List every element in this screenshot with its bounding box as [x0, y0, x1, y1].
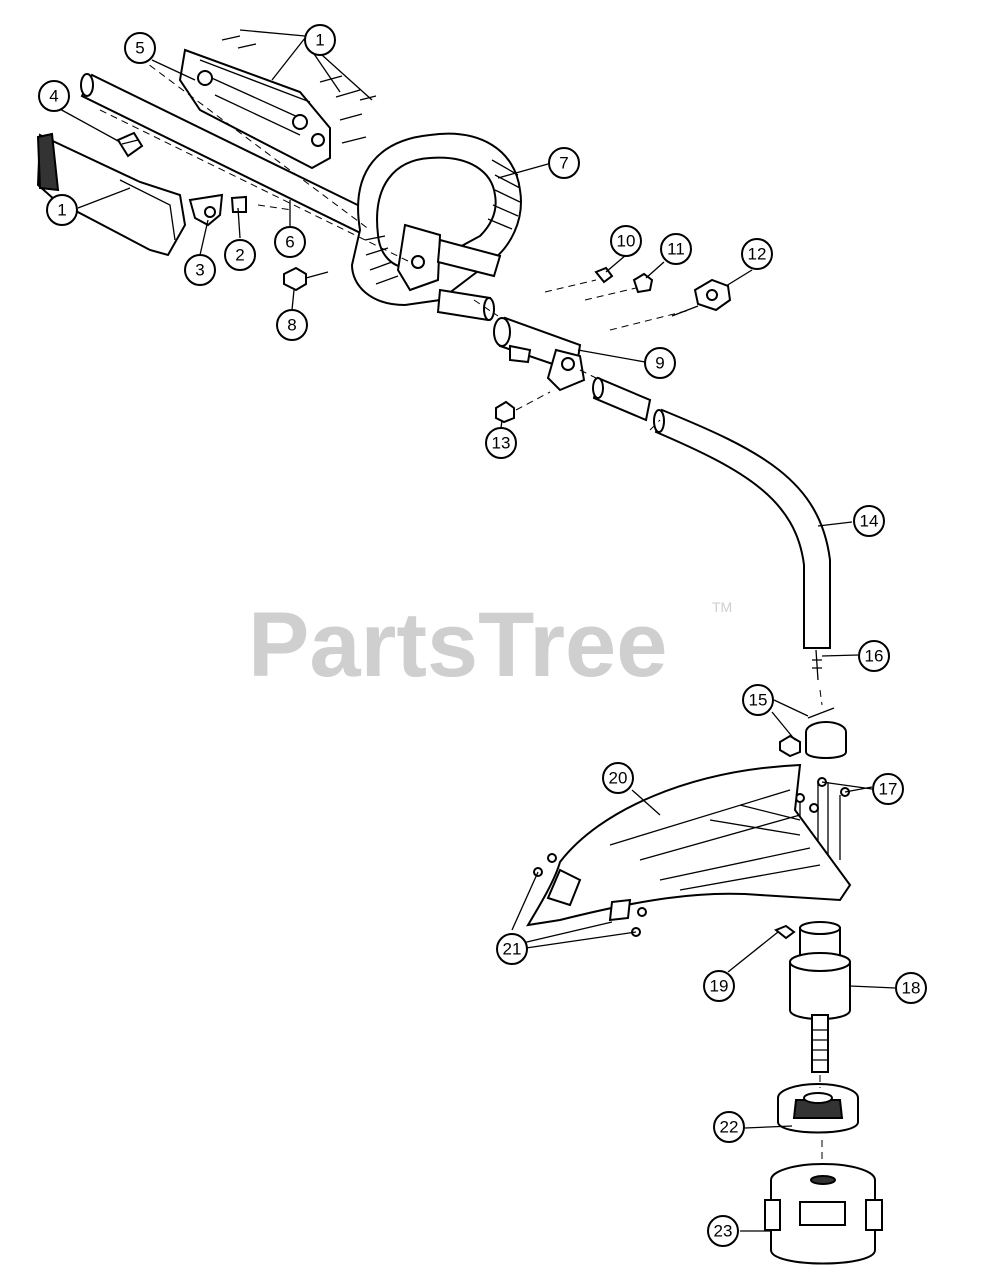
- trigger-parts: [188, 193, 247, 227]
- callout-label: 9: [655, 354, 664, 373]
- callout-4: 4: [38, 80, 70, 112]
- callout-11: 11: [660, 233, 692, 265]
- housing-half-upper: [178, 48, 331, 170]
- callout-19: 19: [703, 970, 735, 1002]
- assembly-lines: [99, 57, 823, 1165]
- callout-label: 2: [235, 246, 244, 265]
- callout-label: 16: [865, 647, 884, 666]
- callout-15: 15: [742, 684, 774, 716]
- callout-label: 19: [710, 977, 729, 996]
- callout-21: 21: [496, 933, 528, 965]
- shaft-clamp: [779, 707, 847, 759]
- callout-10: 10: [610, 225, 642, 257]
- callout-label: 10: [617, 232, 636, 251]
- callout-label: 12: [748, 245, 767, 264]
- callout-label: 17: [879, 780, 898, 799]
- callout-label: 6: [285, 233, 294, 252]
- callout-label: 4: [49, 87, 58, 106]
- drive-pin: [812, 649, 822, 681]
- callout-label: 13: [492, 434, 511, 453]
- callout-12: 12: [741, 238, 773, 270]
- callout-label: 14: [860, 512, 879, 531]
- coupler-clamp: [493, 316, 586, 392]
- spool-insert: [777, 1083, 859, 1134]
- callout-7: 7: [548, 147, 580, 179]
- callout-23: 23: [707, 1215, 739, 1247]
- callout-1-top: 1: [304, 24, 336, 56]
- callout-label: 7: [559, 154, 568, 173]
- grass-deflector-guard: [526, 763, 852, 937]
- callout-6: 6: [274, 226, 306, 258]
- callout-label: 15: [749, 691, 768, 710]
- coupler-sleeve: [436, 288, 495, 322]
- callout-22: 22: [713, 1111, 745, 1143]
- callout-13: 13: [485, 427, 517, 459]
- inner-sleeve: [592, 376, 652, 422]
- callout-label: 1: [57, 201, 66, 220]
- callout-17: 17: [872, 773, 904, 805]
- spool-bump-head: [764, 1163, 883, 1265]
- callout-5: 5: [124, 32, 156, 64]
- callout-label: 23: [714, 1222, 733, 1241]
- gear-head: [774, 921, 851, 1073]
- callout-20: 20: [602, 762, 634, 794]
- callout-label: 20: [609, 769, 628, 788]
- callout-label: 8: [287, 316, 296, 335]
- leader-lines: [57, 29, 896, 1232]
- callout-label: 5: [135, 39, 144, 58]
- callout-label: 11: [667, 240, 685, 259]
- callout-9: 9: [644, 347, 676, 379]
- switch-block: [116, 131, 144, 158]
- nut: [283, 266, 329, 292]
- callout-label: 21: [503, 940, 522, 959]
- callout-label: 3: [195, 261, 204, 280]
- callout-16: 16: [858, 640, 890, 672]
- callout-2: 2: [224, 239, 256, 271]
- callout-label: 18: [902, 979, 921, 998]
- callout-3: 3: [184, 254, 216, 286]
- callout-18: 18: [895, 972, 927, 1004]
- parts-tree-watermark: PartsTree: [248, 594, 667, 696]
- fasteners-coupler: [495, 266, 732, 424]
- callout-1-left: 1: [46, 194, 78, 226]
- callout-label: 1: [315, 31, 324, 50]
- assist-handle: [350, 132, 522, 307]
- callout-14: 14: [853, 505, 885, 537]
- lower-shaft: [653, 408, 831, 649]
- callout-8: 8: [276, 309, 308, 341]
- callout-label: 22: [720, 1118, 739, 1137]
- watermark-tm: TM: [712, 599, 732, 615]
